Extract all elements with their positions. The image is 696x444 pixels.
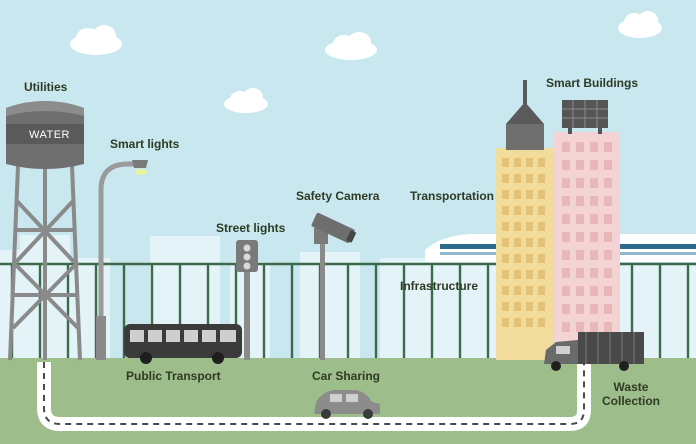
- label-public-transport: Public Transport: [126, 369, 221, 383]
- label-infrastructure: Infrastructure: [400, 279, 479, 293]
- label-smart-buildings: Smart Buildings: [546, 76, 639, 90]
- cloud-icon: [70, 25, 122, 55]
- cloud-icon: [618, 11, 662, 38]
- garbage-truck-icon: [544, 332, 644, 371]
- label-smart-lights: Smart lights: [110, 137, 180, 151]
- label-car-sharing: Car Sharing: [312, 369, 381, 383]
- traffic-light-icon: [236, 240, 258, 360]
- label-transportation: Transportation: [410, 189, 495, 203]
- water-tank-label: WATER: [29, 129, 70, 141]
- solar-panel-icon: [562, 100, 608, 134]
- security-camera-icon: [311, 212, 357, 360]
- label-safety-camera: Safety Camera: [296, 189, 380, 203]
- water-tower-icon: [6, 101, 84, 361]
- label-utilities: Utilities: [24, 80, 68, 94]
- street-lamp-icon: [96, 160, 148, 360]
- road: [37, 362, 591, 431]
- label-waste-collection-line2: Collection: [602, 394, 661, 408]
- cloud-icon: [325, 32, 377, 60]
- label-waste-collection: Waste Collection: [602, 380, 660, 408]
- label-waste-collection-line1: Waste: [613, 380, 649, 394]
- skyscraper-icon: [496, 80, 554, 360]
- cloud-icon: [224, 88, 268, 113]
- smart-building-icon: [554, 132, 620, 360]
- car-icon: [314, 390, 380, 419]
- bus-icon: [124, 324, 242, 364]
- label-street-lights: Street lights: [216, 221, 286, 235]
